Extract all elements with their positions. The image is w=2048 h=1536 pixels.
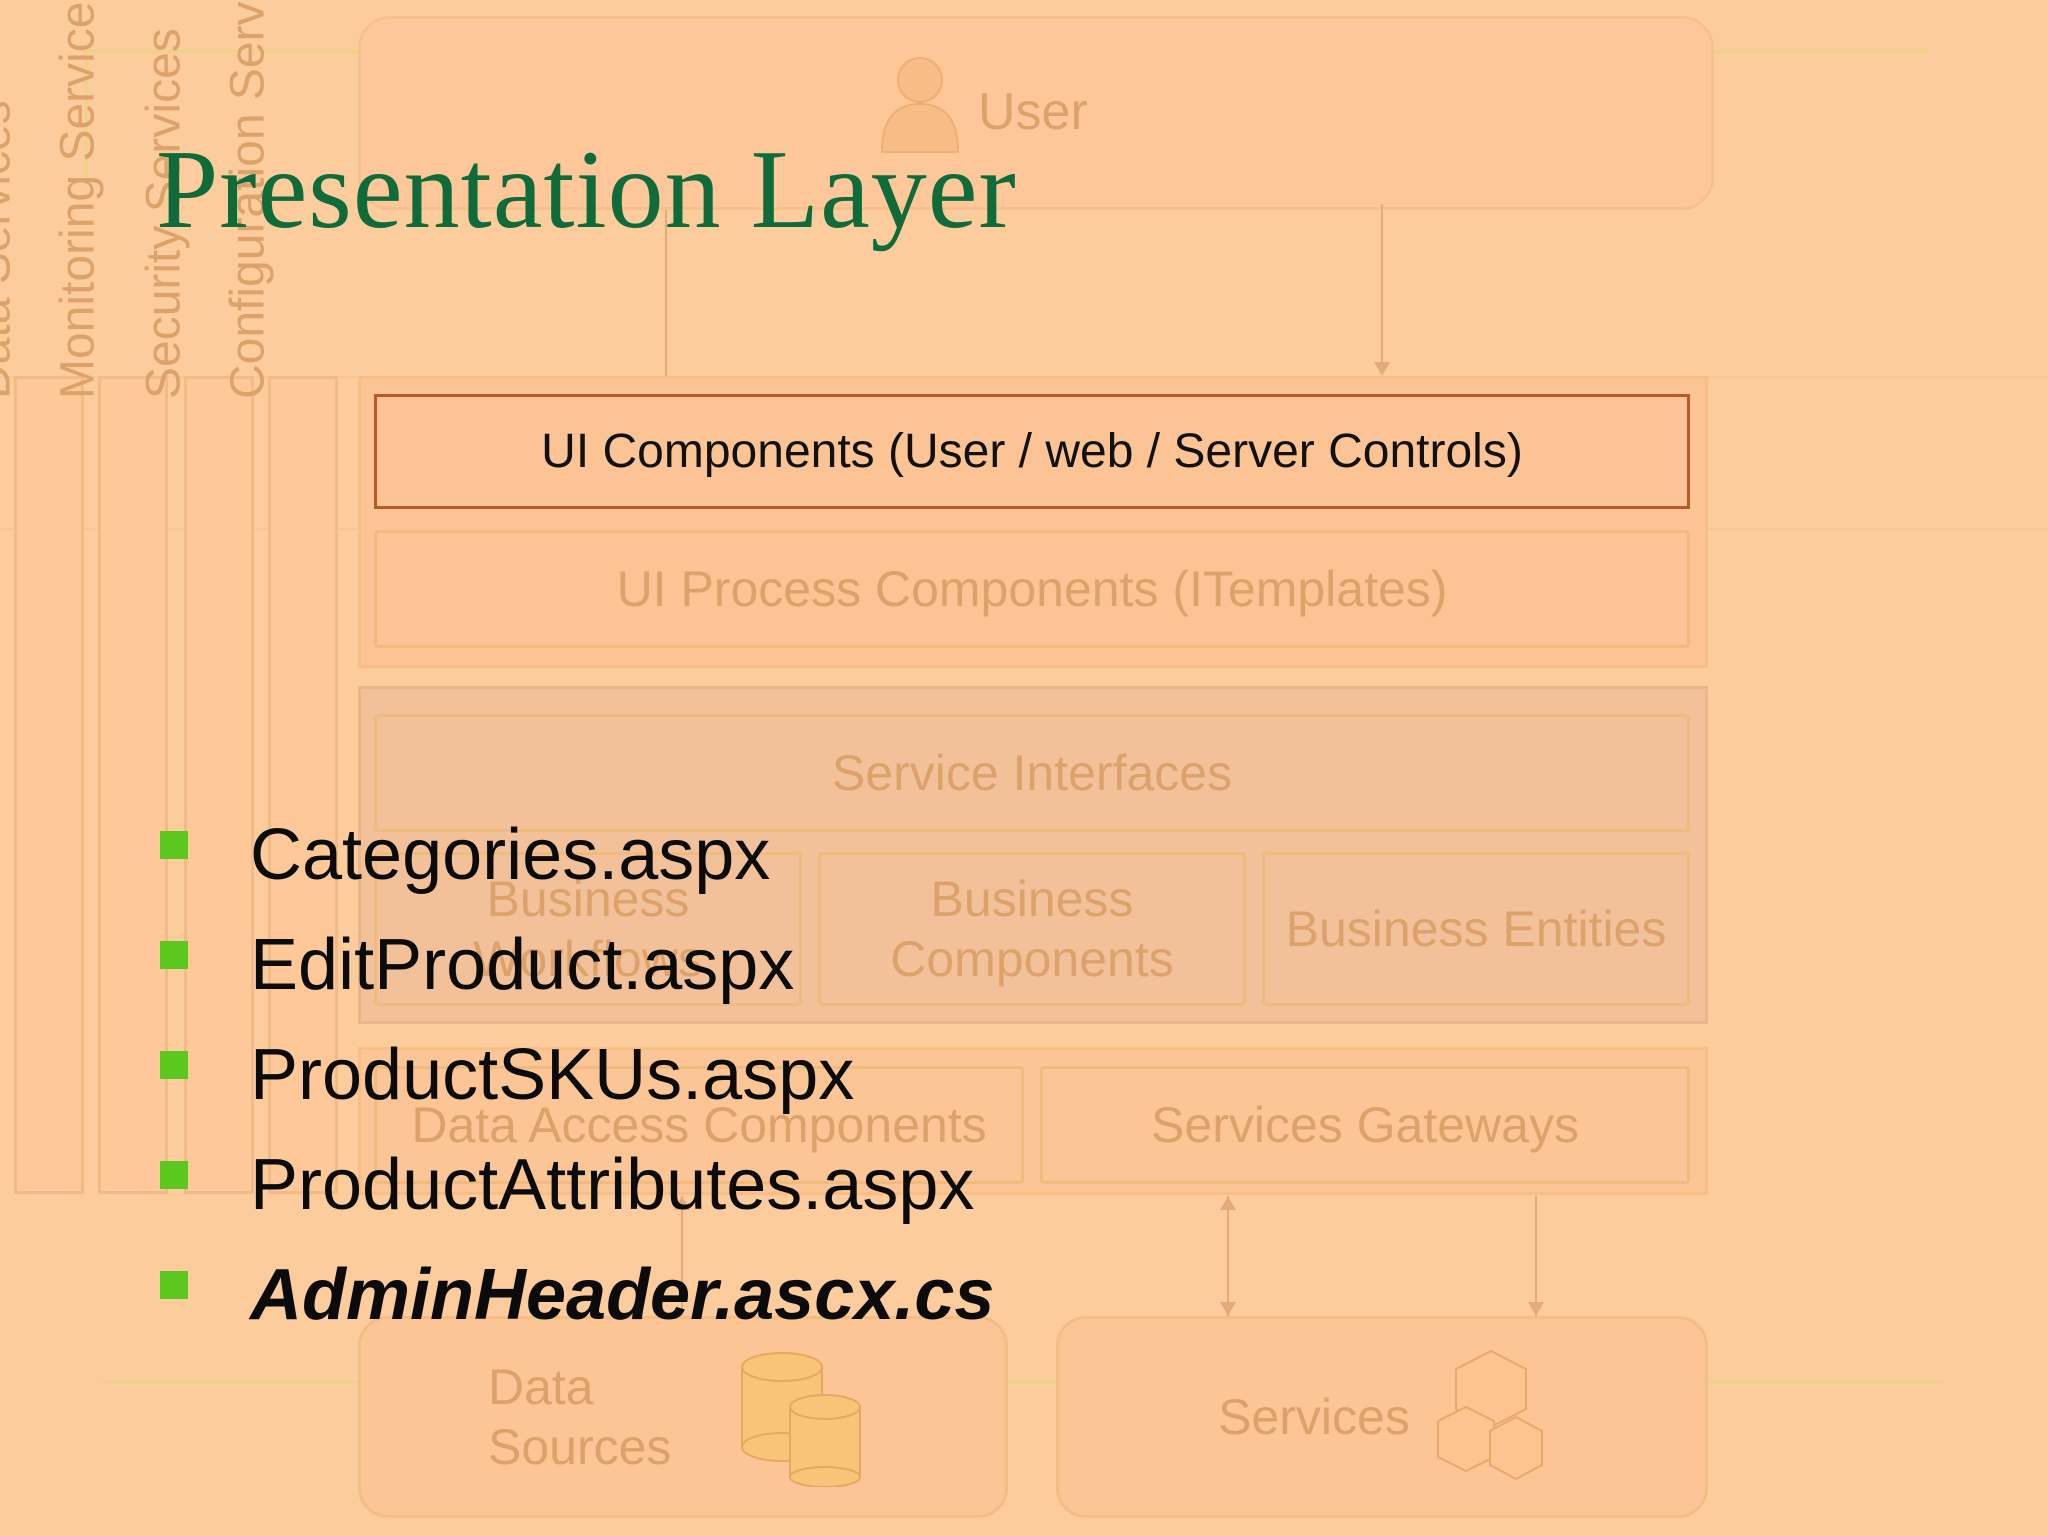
services-label: Services — [1218, 1389, 1410, 1445]
side-column-data-services: Data Services — [0, 100, 84, 1194]
service-interfaces-box: Service Interfaces — [374, 714, 1690, 832]
footer-rule — [102, 1380, 1942, 1383]
side-column-label: Data Services — [0, 100, 21, 399]
ui-process-components-box: UI Process Components (ITemplates) — [374, 530, 1690, 648]
services-cubes-icon — [1436, 1349, 1543, 1481]
services-box: Services — [1056, 1316, 1708, 1518]
data-access-components-box: Data Access Components — [374, 1066, 1024, 1184]
user-box — [358, 16, 1714, 210]
bullet-text: Categories.aspx — [250, 815, 771, 895]
business-entities-box: Business Entities — [1262, 852, 1690, 1006]
database-icon — [741, 1352, 861, 1487]
business-workflows-box: Business Workflows — [374, 852, 802, 1006]
bullet-list: Categories.aspx EditProduct.aspx Product… — [160, 800, 994, 1350]
list-item: ProductAttributes.aspx — [160, 1130, 994, 1240]
slide-title: Presentation Layer — [156, 128, 1017, 252]
square-bullet-icon — [160, 1161, 188, 1189]
ui-components-box: UI Components (User / web / Server Contr… — [374, 394, 1690, 509]
bullet-text: EditProduct.aspx — [250, 925, 795, 1005]
data-sources-label: Data Sources — [488, 1359, 672, 1475]
title-frame-left-rule — [84, 49, 88, 185]
side-column-configuration-services: Configuration Services — [222, 0, 338, 1194]
square-bullet-icon — [160, 1051, 188, 1079]
list-item: ProductSKUs.aspx — [160, 1020, 994, 1130]
square-bullet-icon — [160, 941, 188, 969]
bullet-text: ProductSKUs.aspx — [250, 1035, 855, 1115]
data-sources-box: Data Sources — [358, 1316, 1008, 1518]
list-item: AdminHeader.ascx.cs — [160, 1240, 994, 1350]
side-column-security-services: Security Services — [138, 28, 254, 1194]
side-column-monitoring-services: Monitoring Services — [52, 0, 168, 1194]
user-label: User — [978, 83, 1088, 141]
bullet-text: ProductAttributes.aspx — [250, 1145, 975, 1225]
data-layer-area — [358, 1047, 1708, 1195]
square-bullet-icon — [160, 1271, 188, 1299]
business-layer-area — [358, 686, 1708, 1024]
user-icon — [880, 57, 960, 153]
list-item: Categories.aspx — [160, 800, 994, 910]
side-column-label: Monitoring Services — [51, 0, 105, 399]
bullet-text: AdminHeader.ascx.cs — [250, 1255, 995, 1335]
business-components-box: Business Components — [818, 852, 1246, 1006]
square-bullet-icon — [160, 831, 188, 859]
list-item: EditProduct.aspx — [160, 910, 994, 1020]
services-gateways-box: Services Gateways — [1040, 1066, 1690, 1184]
